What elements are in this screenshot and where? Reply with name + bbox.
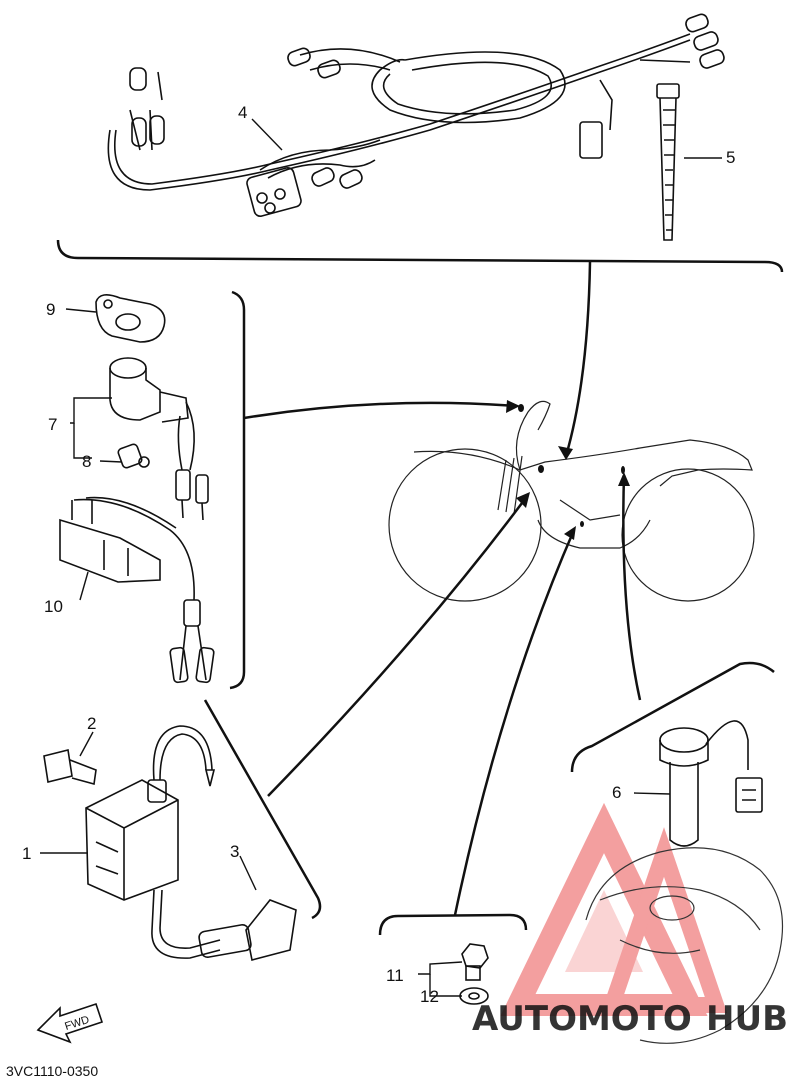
watermark-logo [500,802,728,1016]
callout-4: 4 [238,103,247,122]
cdi-unit-drawing [59,496,215,684]
bracket-drawing [95,294,166,343]
callout-11: 11 [386,966,404,985]
forward-arrow: FWD [36,1002,104,1044]
callout-6: 6 [612,783,621,802]
svg-text:AUTOMOTO: AUTOMOTO [472,999,692,1039]
callout-3: 3 [230,842,239,861]
crankcase-outline [585,847,783,1044]
watermark-text: AUTOMOTO HUB [472,999,788,1039]
drawing-code: 3VC1110-0350 [6,1063,98,1079]
callout-9: 9 [46,300,55,319]
level-sensor-drawing [659,720,763,847]
callout-leaders [40,118,722,997]
leader-arrowheads [506,400,630,540]
callout-2: 2 [87,714,96,733]
callout-8: 8 [82,452,91,471]
ignition-coil-drawing [43,725,297,961]
callout-10: 10 [44,597,63,616]
motorcycle-outline [388,400,755,602]
wire-harness-drawing [107,13,725,217]
svg-text:HUB: HUB [706,999,788,1039]
group-brackets [56,239,784,936]
plug-cap-drawing [109,357,209,521]
bolt-washer-drawing [459,943,489,1005]
callout-numbers: 1 2 3 4 5 6 7 8 9 10 11 12 [22,103,735,1006]
callout-5: 5 [726,148,735,167]
cable-tie-drawing [656,83,680,241]
leader-lines [243,261,642,916]
callout-7: 7 [48,415,57,434]
callout-1: 1 [22,844,31,863]
callout-12: 12 [420,987,439,1006]
